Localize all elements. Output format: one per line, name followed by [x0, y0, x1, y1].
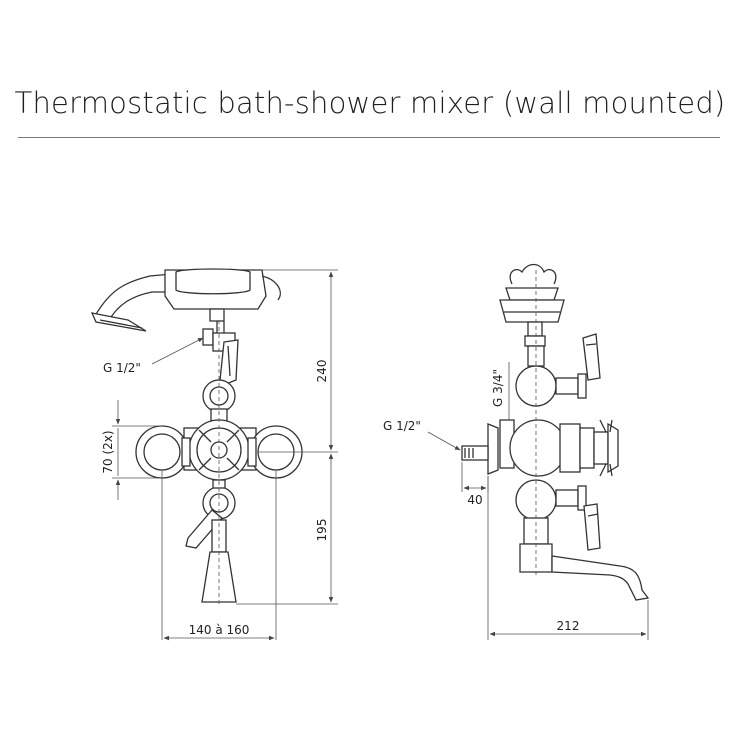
front-view: 240 195 70 (2x) 140 à 160 G 1/2": [90, 268, 338, 641]
front-mixer-body: [183, 419, 257, 481]
front-spacing-dimension: [112, 400, 162, 500]
side-shower-head: [499, 263, 565, 347]
dim-spacing: 70 (2x): [101, 430, 115, 473]
side-offset-dimension: [461, 462, 489, 492]
front-hand-shower: [90, 268, 281, 332]
label-front-connection: G 1/2": [103, 361, 141, 375]
side-lower-valve: [515, 479, 601, 551]
page-title: Thermostatic bath-shower mixer (wall mou…: [14, 86, 726, 120]
dim-height-bottom: 195: [315, 519, 329, 542]
dim-offset: 40: [467, 493, 482, 507]
side-wall-connection: [461, 423, 499, 475]
front-spout: [201, 519, 237, 603]
dim-height-top: 240: [315, 360, 329, 383]
front-upper-lever: [219, 339, 239, 385]
dim-width: 140 à 160: [189, 623, 250, 637]
label-side-outlet: G 3/4": [491, 369, 505, 407]
title-divider: [18, 137, 720, 138]
front-lower-valve: [185, 479, 236, 549]
side-mixer-body: [499, 419, 619, 477]
side-spout-dimension: [487, 476, 649, 640]
label-side-inlet: G 1/2": [383, 419, 421, 433]
side-view: 40 212 G 3/4" G 1/2": [383, 263, 650, 640]
dim-spout: 212: [557, 619, 580, 633]
side-bath-spout: [519, 517, 650, 601]
front-height-dimension: [236, 269, 338, 605]
